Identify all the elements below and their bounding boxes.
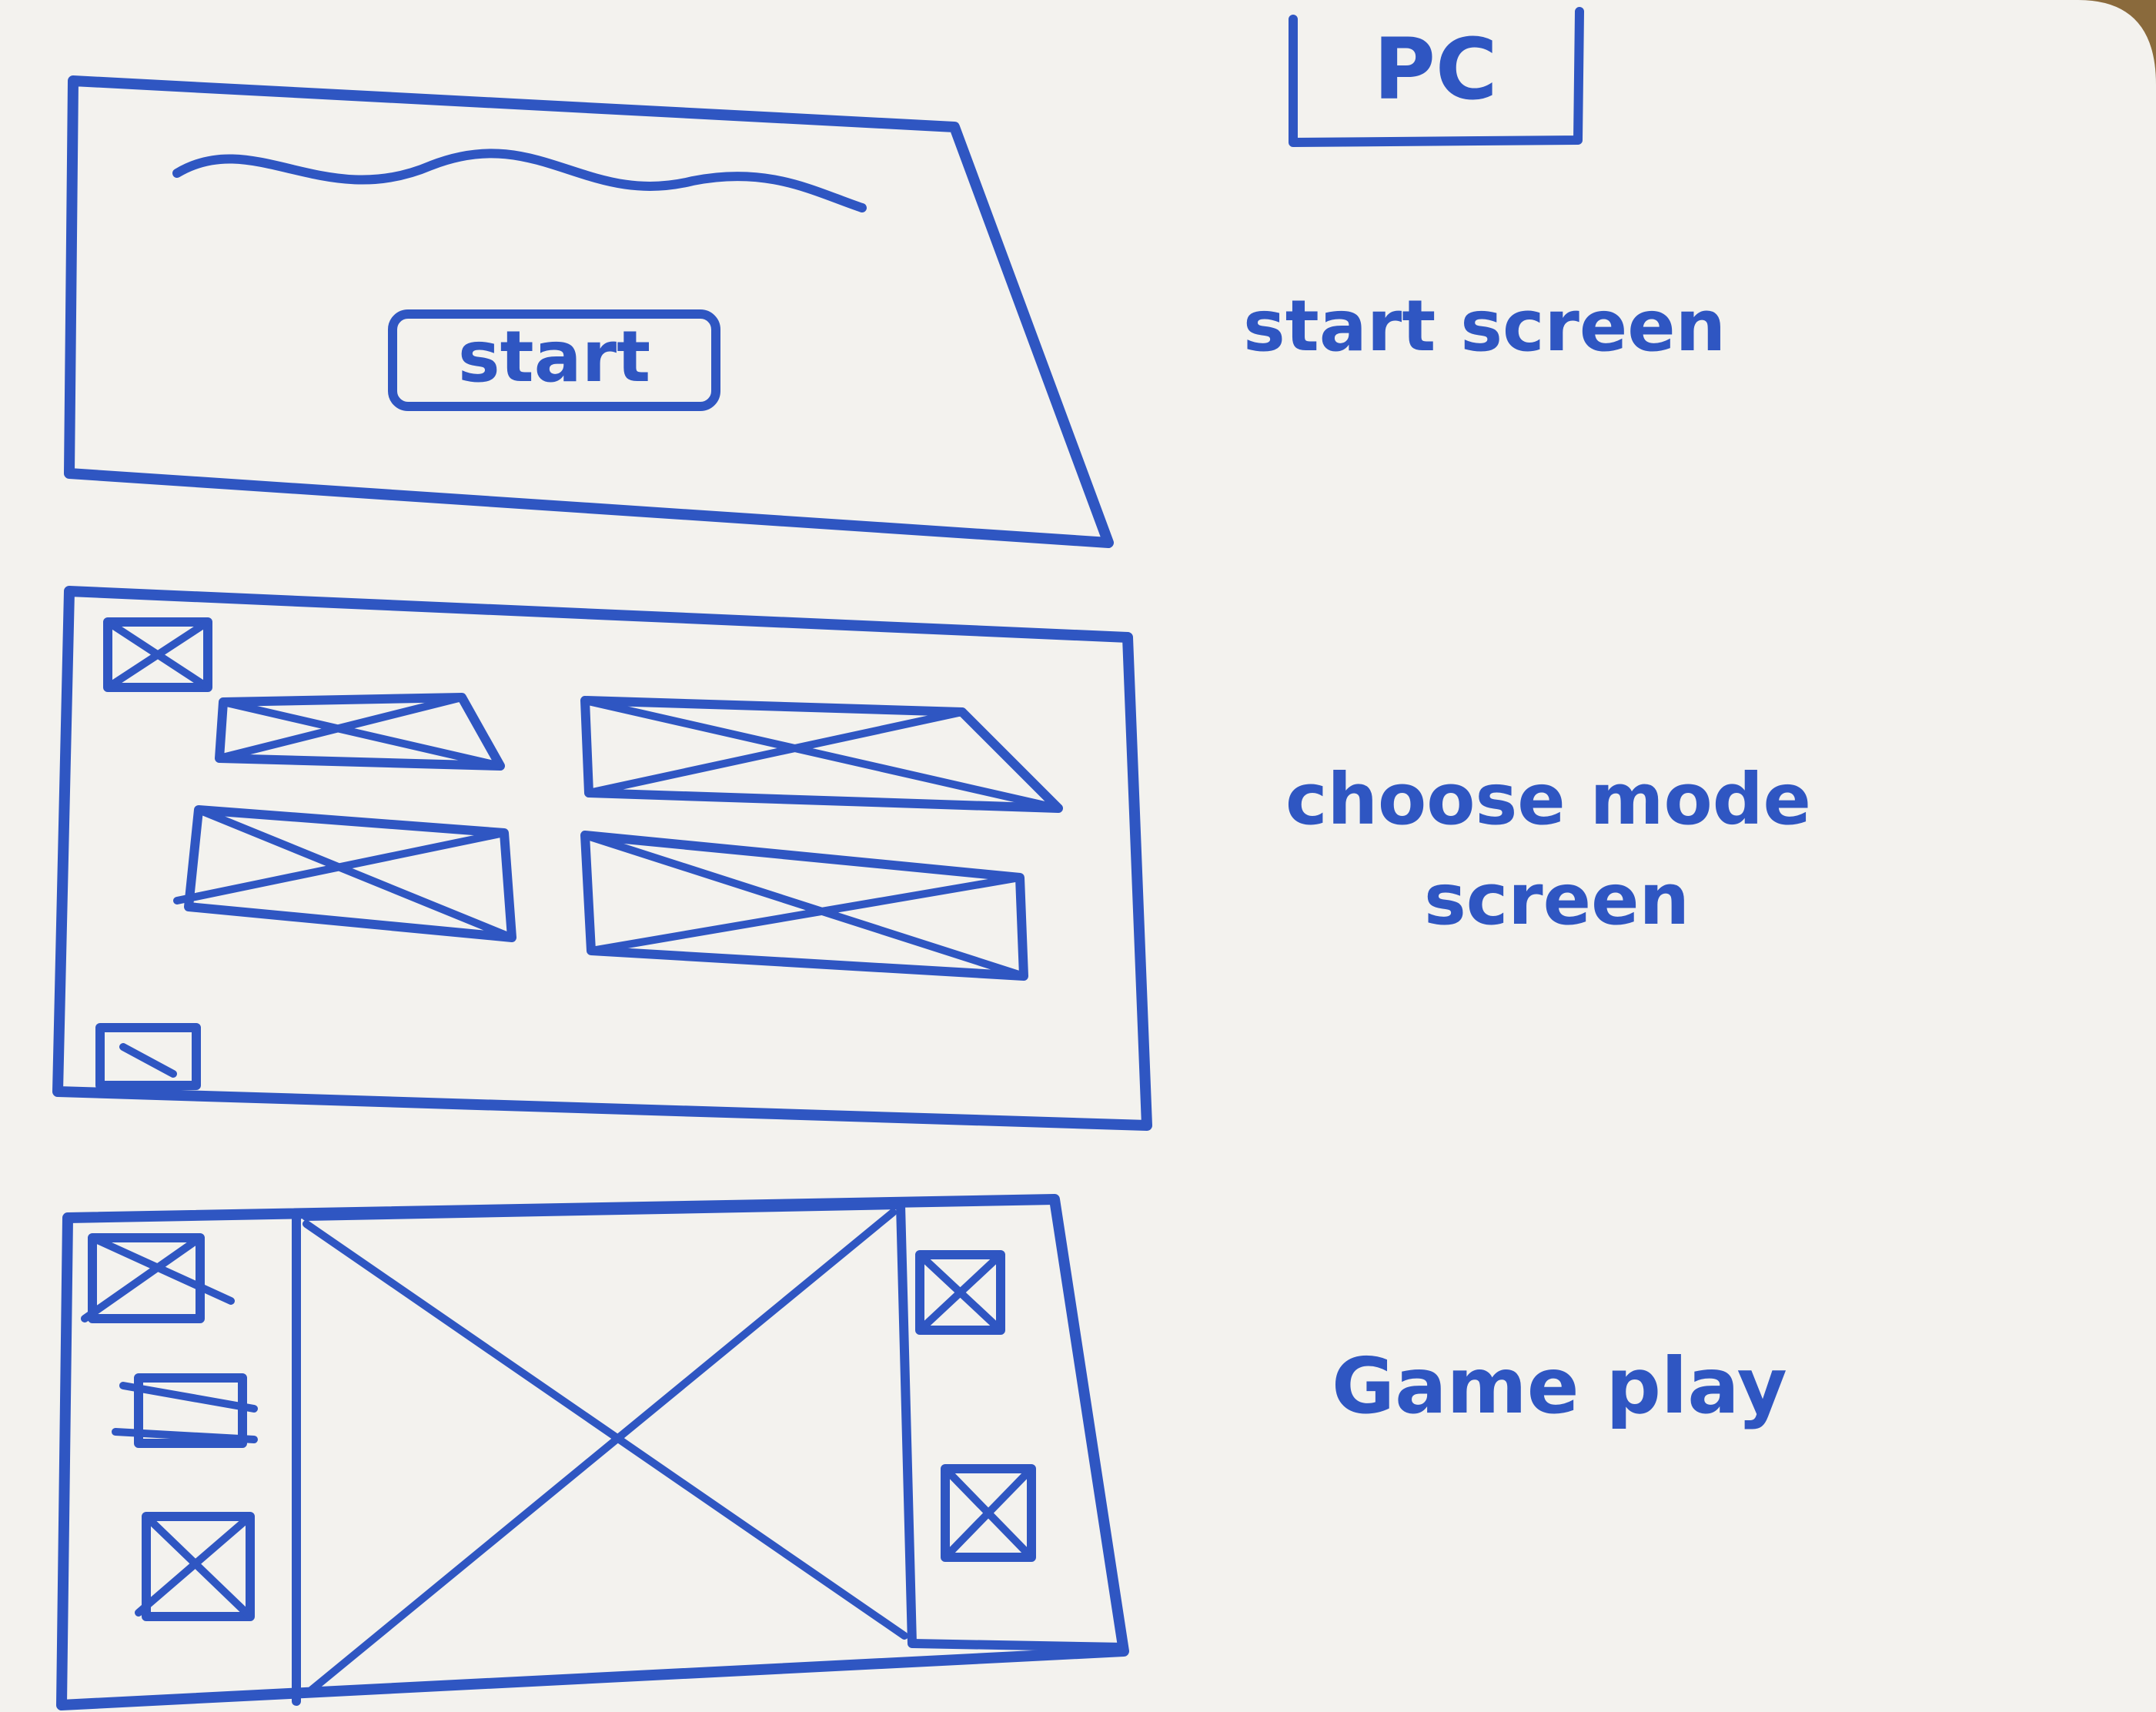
- right-icon-1-cross: [916, 1251, 1004, 1334]
- left-icon-2-scribble: [112, 1382, 258, 1443]
- right-icon-2-cross: [941, 1465, 1035, 1561]
- right-icon-2: [941, 1464, 1036, 1562]
- settings-icon-mark: [119, 1043, 177, 1078]
- left-icon-3: [135, 1512, 255, 1621]
- mode-option-1-cross: [216, 694, 504, 770]
- left-icon-1-box: [88, 1233, 205, 1323]
- mode-option-1: [215, 693, 505, 771]
- settings-icon-box: [95, 1023, 201, 1090]
- platform-text: PC: [1373, 20, 1497, 119]
- back-icon-cross: [104, 618, 212, 691]
- left-icon-2: [112, 1373, 258, 1448]
- game-play-wireframe: [56, 1194, 1129, 1710]
- game-board-placeholder: [302, 1200, 908, 1694]
- right-icon-2-box: [941, 1464, 1036, 1562]
- game-board-cross: [303, 1209, 908, 1694]
- settings-icon-placeholder: [95, 1023, 201, 1090]
- game-board-top: [302, 1200, 905, 1221]
- mode-option-2: [580, 696, 1063, 813]
- platform-label: PC: [1289, 7, 1584, 147]
- left-icon-3-box: [142, 1512, 255, 1621]
- start-screen-frame: [64, 75, 1114, 548]
- title-squiggle: [172, 149, 867, 212]
- mode-option-3: [173, 805, 516, 942]
- start-screen-caption: start screen: [1243, 285, 1726, 367]
- mode-option-4-cross: [581, 831, 1028, 980]
- left-icon-1: [81, 1233, 235, 1323]
- right-icon-1-box: [915, 1250, 1005, 1335]
- mode-option-4: [580, 831, 1028, 981]
- start-button-label: start: [458, 316, 650, 398]
- choose-mode-caption-line1: choose mode: [1285, 758, 1811, 841]
- left-icon-2-box: [134, 1373, 247, 1448]
- left-icon-3-cross: [135, 1513, 254, 1620]
- choose-mode-caption-line2: screen: [1424, 858, 1690, 941]
- back-icon-box: [103, 617, 212, 692]
- right-panel-divider: [896, 1200, 1128, 1652]
- choose-mode-frame: [52, 586, 1152, 1131]
- choose-mode-wireframe: [52, 586, 1152, 1131]
- mode-option-3-cross: [173, 806, 516, 941]
- game-play-caption: Game play: [1332, 1341, 1787, 1431]
- start-button-sketch: start: [388, 309, 720, 411]
- back-icon-placeholder: [103, 617, 212, 692]
- mode-option-2-cross: [581, 697, 1062, 812]
- right-icon-1: [915, 1250, 1005, 1335]
- left-icon-1-cross: [81, 1234, 235, 1322]
- platform-bracket: [1289, 7, 1584, 147]
- start-button-frame: [388, 309, 720, 411]
- start-screen-wireframe: start: [64, 75, 1114, 548]
